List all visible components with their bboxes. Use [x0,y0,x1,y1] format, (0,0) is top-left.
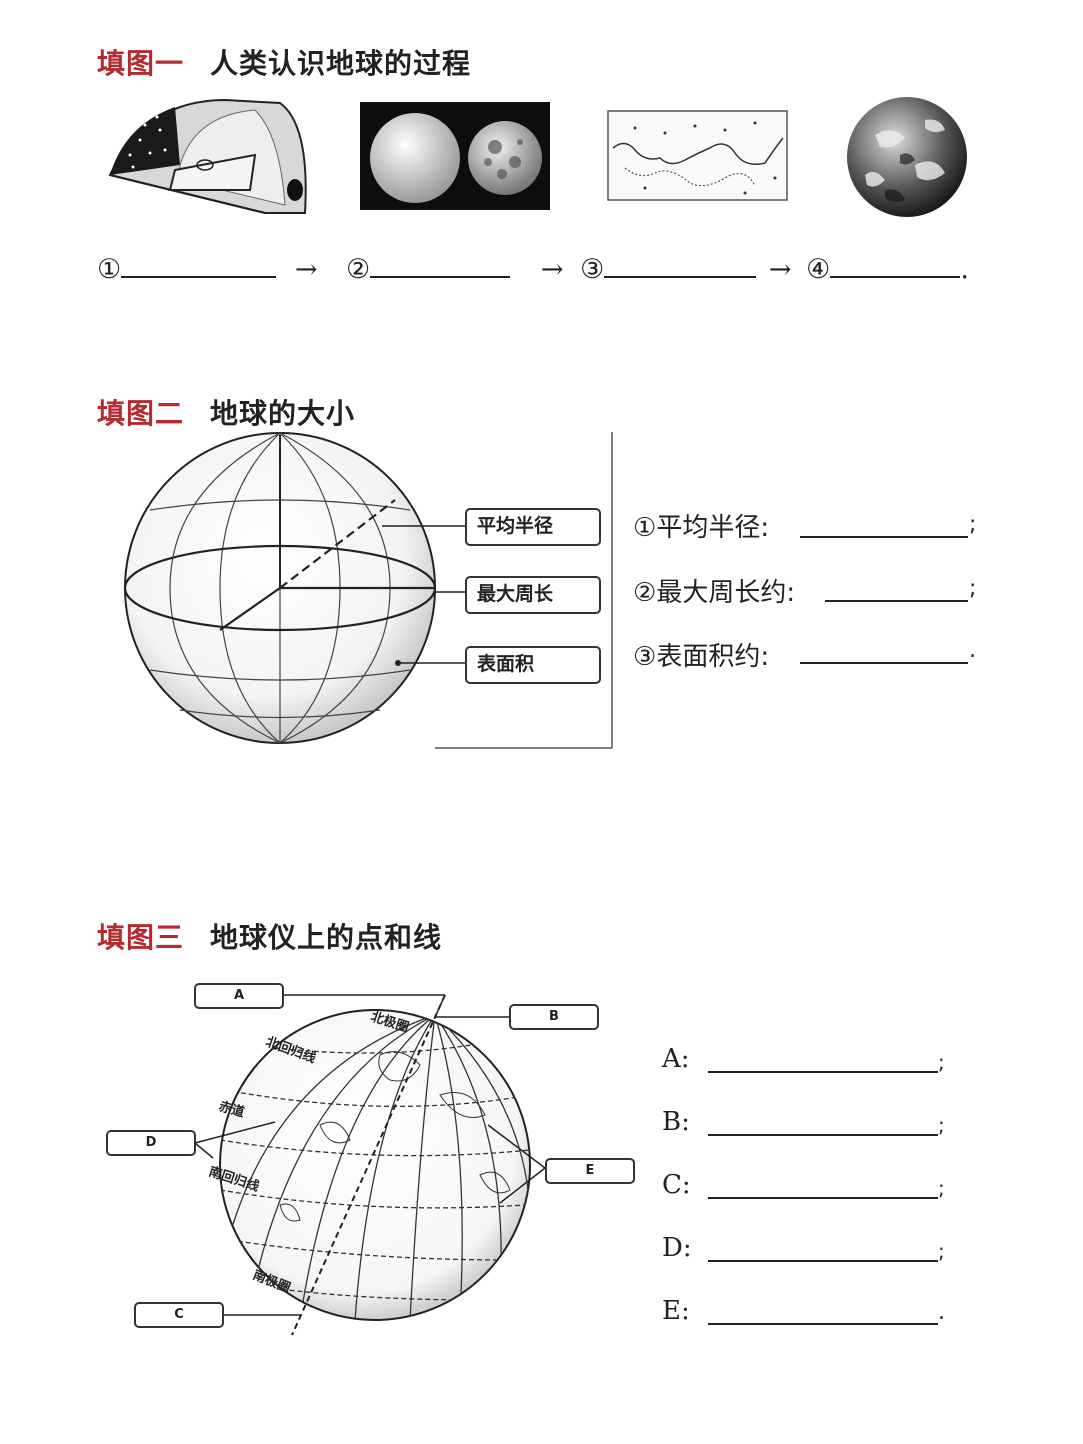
box-c: C [134,1302,224,1328]
globe-lines-diagram: 北极圈 北回归线 赤道 南回归线 南极圈 [194,994,546,1336]
section3-title-text: 地球仪上的点和线 [210,921,443,954]
end-mark: . [960,254,969,285]
ancient-dome-illustration [108,98,307,214]
box-a: A [194,983,284,1009]
blank-line-2[interactable] [370,258,511,278]
blank-number-4: ④ [806,254,831,285]
section1-title: 填图一人类认识地球的过程 [97,42,471,82]
answer-e-end: . [938,1300,945,1325]
answer-d-key: D: [662,1233,692,1263]
answer-d-blank[interactable] [708,1242,938,1262]
blank-number-2: ② [346,254,371,285]
sphere-observation-image [360,102,550,210]
world-map-sketch [607,110,788,201]
section1-blanks-row: ① → ② → ③ → ④. [97,254,969,285]
answer-b-key: B: [662,1107,690,1137]
size-item-1-end: ; [969,512,977,537]
size-item-2-end: ; [969,576,977,601]
answer-e-key: E: [662,1296,690,1326]
answer-b-blank[interactable] [708,1116,938,1136]
size-blank-1[interactable] [800,518,968,538]
section2-title-prefix: 填图二 [97,397,185,430]
blank-line-4[interactable] [830,258,961,278]
section3-title-prefix: 填图三 [97,921,185,954]
blank-number-3: ③ [580,254,605,285]
size-item-3-num: ③ [633,642,657,672]
size-blank-2[interactable] [825,582,968,602]
answer-c-blank[interactable] [708,1179,938,1199]
answer-e-blank[interactable] [708,1305,938,1325]
answer-c-key: C: [662,1170,691,1200]
size-item-1-text: 平均半径: [656,513,770,543]
label-max-circumference: 最大周长 [465,576,601,614]
section1-title-prefix: 填图一 [97,47,185,80]
size-item-2: ②最大周长约: [633,572,795,609]
earth-size-diagram [123,432,613,749]
section3-title: 填图三地球仪上的点和线 [97,916,442,956]
size-item-3: ③表面积约: [633,636,769,673]
size-item-3-text: 表面积约: [656,642,770,672]
arrow-1: → [294,254,318,285]
size-blank-3[interactable] [800,644,968,664]
answer-a-blank[interactable] [708,1053,938,1073]
box-b: B [509,1004,599,1030]
answer-d-end: ; [938,1239,945,1263]
size-item-2-num: ② [633,578,657,608]
section2-title: 填图二地球的大小 [97,392,355,432]
label-equator: 赤道 [217,1098,246,1120]
answer-b-end: ; [938,1113,945,1137]
blank-number-1: ① [97,254,122,285]
label-average-radius: 平均半径 [465,508,601,546]
box-d: D [106,1130,196,1156]
size-item-2-text: 最大周长约: [656,578,796,608]
answer-c-end: ; [938,1176,945,1200]
arrow-2: → [540,254,564,285]
blank-line-3[interactable] [604,258,757,278]
size-item-1-num: ① [633,513,657,543]
section2-title-text: 地球的大小 [210,397,356,430]
earth-satellite-image [847,97,967,217]
section1-title-text: 人类认识地球的过程 [210,47,472,80]
box-e: E [545,1158,635,1184]
answer-a-end: ; [938,1050,945,1074]
label-surface-area: 表面积 [465,646,601,684]
arrow-3: → [768,254,792,285]
size-item-3-end: . [969,638,976,663]
size-item-1: ①平均半径: [633,507,769,544]
answer-a-key: A: [662,1044,690,1074]
blank-line-1[interactable] [121,258,277,278]
